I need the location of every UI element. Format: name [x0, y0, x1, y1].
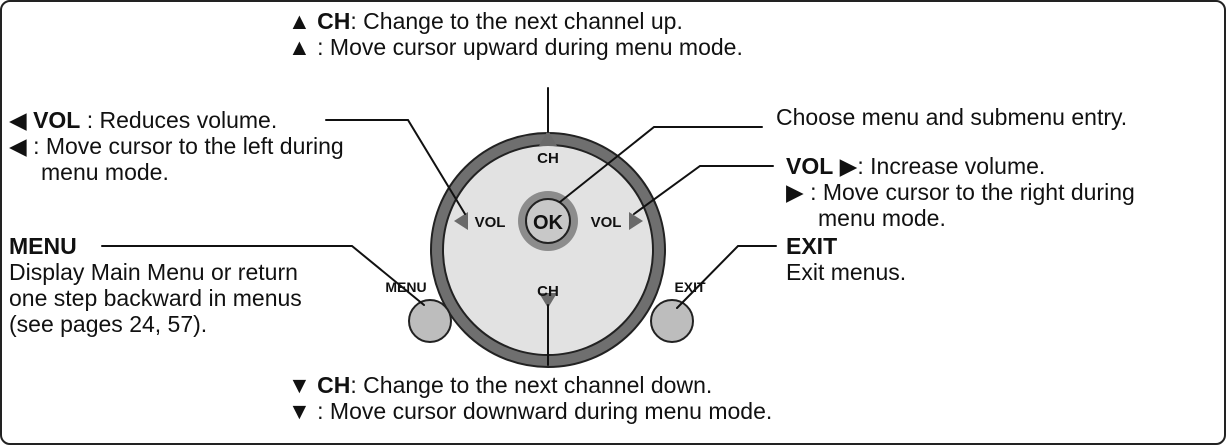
arrow-up-icon[interactable]: [539, 130, 557, 146]
ch-up-line1: ▲ CH: Change to the next channel up.: [288, 8, 683, 34]
vol-left-callout: ◀ VOL : Reduces volume. ◀ : Move cursor …: [9, 107, 344, 185]
menu-line3: (see pages 24, 57).: [9, 311, 208, 337]
leader-vol-left: [325, 119, 466, 215]
ok-button[interactable]: [525, 198, 571, 244]
ch-up-label: CH: [537, 150, 559, 167]
menu-line1: Display Main Menu or return: [9, 259, 298, 285]
ch-up-callout: ▲ CH: Change to the next channel up. ▲ :…: [288, 8, 743, 60]
exit-button-label: EXIT: [674, 279, 706, 295]
vol-right-label: VOL: [591, 214, 622, 231]
vol-left-line2: ◀ : Move cursor to the left during: [9, 133, 344, 159]
ch-up-line2: ▲ : Move cursor upward during menu mode.: [288, 34, 743, 60]
leader-exit: [676, 245, 777, 309]
vol-left-line1: ◀ VOL : Reduces volume.: [9, 107, 278, 133]
vol-right-line2: ▶ : Move cursor to the right during: [786, 179, 1135, 205]
vol-right-line3: menu mode.: [818, 205, 946, 231]
ok-label: OK: [533, 212, 564, 234]
menu-button[interactable]: [408, 299, 452, 343]
exit-line1: Exit menus.: [786, 259, 907, 285]
menu-line2: one step backward in menus: [9, 285, 302, 311]
arrow-down-icon[interactable]: [539, 293, 557, 308]
vol-left-label: VOL: [475, 214, 506, 231]
exit-title: EXIT: [786, 233, 838, 259]
exit-callout: EXIT Exit menus.: [786, 233, 906, 285]
leader-menu: [101, 245, 425, 306]
vol-right-line1: VOL ▶: Increase volume.: [786, 153, 1046, 179]
leader-vol-right: [633, 165, 774, 215]
exit-button[interactable]: [650, 299, 694, 343]
vol-left-line3: menu mode.: [41, 159, 169, 185]
ok-line1: Choose menu and submenu entry.: [776, 104, 1128, 130]
leader-ok: [559, 126, 763, 203]
arrow-left-icon[interactable]: [454, 212, 468, 230]
menu-title: MENU: [9, 233, 77, 259]
arrow-right-icon[interactable]: [629, 212, 643, 230]
ok-callout: Choose menu and submenu entry.: [776, 104, 1127, 130]
vol-right-callout: VOL ▶: Increase volume. ▶ : Move cursor …: [786, 153, 1135, 231]
ch-down-label: CH: [537, 283, 559, 300]
ch-down-line2: ▼ : Move cursor downward during menu mod…: [288, 398, 773, 424]
menu-button-label: MENU: [385, 279, 426, 295]
menu-callout: MENU Display Main Menu or return one ste…: [9, 233, 302, 337]
ch-down-line1: ▼ CH: Change to the next channel down.: [288, 372, 713, 398]
ch-down-callout: ▼ CH: Change to the next channel down. ▼…: [288, 372, 772, 424]
